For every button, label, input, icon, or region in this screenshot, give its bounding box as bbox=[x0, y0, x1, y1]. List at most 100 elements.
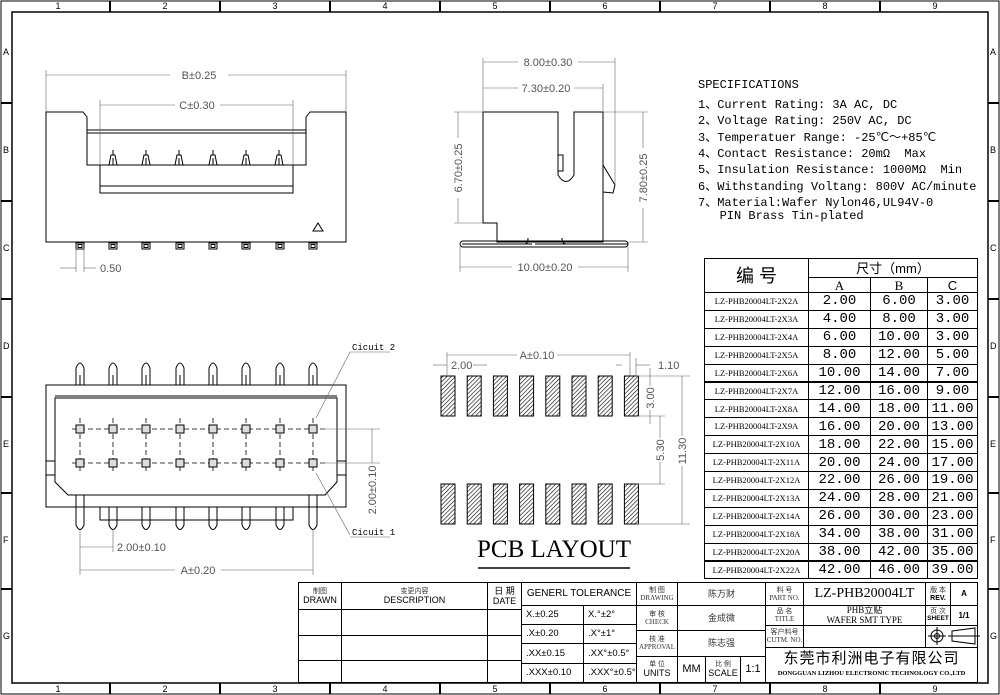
frame-row-label: C bbox=[990, 243, 997, 253]
size-cell-c: 35.00 bbox=[927, 542, 978, 562]
check-cn: 审 核 bbox=[649, 609, 665, 618]
contact-hole bbox=[275, 424, 285, 434]
size-cell-a: 6.00 bbox=[808, 327, 871, 347]
contact-hole bbox=[308, 458, 318, 468]
dim-total-height: 7.80±0.25 bbox=[638, 154, 650, 203]
part-number-cell: LZ-PHB20004LT-2X5A bbox=[704, 345, 809, 365]
size-cell-a: 16.00 bbox=[808, 417, 871, 437]
lead-bottom bbox=[75, 495, 85, 530]
size-cell-a: 20.00 bbox=[808, 453, 871, 472]
smt-lead bbox=[308, 242, 318, 250]
part-number-cell: LZ-PHB20004LT-2X7A bbox=[704, 381, 809, 401]
size-cell-c: 3.00 bbox=[927, 292, 978, 311]
size-cell-a: 24.00 bbox=[808, 488, 871, 508]
pcb-dim-pad-length: 3.00 bbox=[645, 387, 657, 408]
size-cell-a: 4.00 bbox=[808, 309, 871, 329]
frame-row-label: E bbox=[990, 439, 996, 449]
contact-hole bbox=[241, 424, 251, 434]
title-value-en: WAFER SMT TYPE bbox=[826, 615, 903, 625]
part-number-cell: LZ-PHB20004LT-2X22A bbox=[704, 560, 809, 580]
part-number-cell: LZ-PHB20004LT-2X18A bbox=[704, 524, 809, 544]
tolerance-linear: .XXX±0.10 bbox=[521, 663, 584, 683]
size-cell-a: 10.00 bbox=[808, 363, 871, 383]
pcb-pad bbox=[623, 375, 639, 417]
contact-hole bbox=[108, 424, 118, 434]
frame-column-label: 3 bbox=[272, 1, 277, 11]
spec-line: 1、Current Rating: 3A AC, DC bbox=[698, 98, 898, 112]
part-number-cell: LZ-PHB20004LT-2X3A bbox=[704, 309, 809, 329]
contact-hole bbox=[208, 458, 218, 468]
scale-value: 1:1 bbox=[740, 656, 766, 683]
frame-column-label: 4 bbox=[382, 684, 387, 694]
smt-lead bbox=[208, 242, 218, 250]
rev-cn: 版 本 bbox=[930, 585, 946, 594]
part-number-cell: LZ-PHB20004LT-2X20A bbox=[704, 542, 809, 562]
part-number-cell: LZ-PHB20004LT-2X2A bbox=[704, 292, 809, 311]
frame-row-label: B bbox=[3, 145, 9, 155]
pcb-layout-title: PCB LAYOUT bbox=[477, 536, 631, 563]
lead-top bbox=[141, 362, 151, 385]
spec-line: 5、Insulation Resistance: 1000MΩ Min bbox=[698, 163, 963, 178]
frame-row-label: F bbox=[3, 535, 9, 545]
tolerance-angular: X.°±2° bbox=[583, 605, 637, 625]
pcb-pad bbox=[466, 483, 482, 525]
desc-cn: 变更内容 bbox=[400, 586, 429, 595]
check-name: 金成微 bbox=[677, 605, 766, 631]
part-number-cell: LZ-PHB20004LT-2X14A bbox=[704, 506, 809, 526]
pcb-pad bbox=[597, 483, 613, 525]
lead-top bbox=[308, 362, 318, 385]
header-col-a: A bbox=[808, 277, 871, 293]
units-cn: 单 位 bbox=[649, 660, 665, 668]
spec-line: 6、Withstanding Voltang: 800V AC/minute bbox=[698, 179, 977, 194]
units-value: MM bbox=[677, 656, 706, 683]
size-cell-b: 30.00 bbox=[870, 506, 928, 526]
size-cell-c: 11.00 bbox=[927, 399, 978, 419]
smt-lead bbox=[175, 242, 185, 250]
size-cell-b: 46.00 bbox=[870, 560, 928, 580]
desc-en: DESCRIPTION bbox=[383, 594, 446, 605]
revision-cell bbox=[341, 635, 488, 661]
spec-line: PIN Brass Tin-plated bbox=[698, 209, 864, 224]
tolerance-angular: .XXX°±0.5° bbox=[583, 663, 637, 683]
projection-symbol-icon bbox=[928, 627, 980, 645]
contact-hole bbox=[175, 458, 185, 468]
size-cell-c: 23.00 bbox=[927, 506, 978, 526]
dim-a-bottom: A±0.20 bbox=[181, 565, 216, 577]
title-en: TITLE bbox=[774, 615, 795, 623]
frame-column-label: 8 bbox=[822, 684, 827, 694]
header-size: 尺寸（mm） bbox=[808, 258, 978, 278]
frame-row-label: F bbox=[990, 535, 996, 545]
size-cell-a: 14.00 bbox=[808, 399, 871, 419]
size-cell-b: 10.00 bbox=[870, 327, 928, 347]
lead-top bbox=[75, 362, 85, 385]
frame-row-label: G bbox=[3, 631, 10, 641]
spec-line: 7、Material:Wafer Nylon46,UL94V-0 bbox=[698, 195, 934, 210]
part-number-cell: LZ-PHB20004LT-2X11A bbox=[704, 453, 809, 472]
pcb-pad bbox=[492, 483, 508, 525]
contact-pin bbox=[174, 150, 184, 166]
tolerance-title: GENERL TOLERANCE bbox=[521, 582, 637, 606]
title-value-cn: PHB立贴 bbox=[846, 605, 883, 615]
size-cell-b: 38.00 bbox=[870, 524, 928, 544]
size-cell-c: 3.00 bbox=[927, 309, 978, 329]
size-cell-b: 8.00 bbox=[870, 309, 928, 329]
check-en: CHECK bbox=[645, 617, 669, 626]
size-cell-a: 42.00 bbox=[808, 560, 871, 580]
revision-cell bbox=[487, 609, 522, 636]
frame-row-label: E bbox=[3, 439, 9, 449]
frame-column-label: 9 bbox=[932, 1, 937, 11]
size-cell-c: 13.00 bbox=[927, 417, 978, 437]
pcb-layout bbox=[433, 352, 690, 569]
revision-cell bbox=[298, 609, 342, 636]
part-number-cell: LZ-PHB20004LT-2X9A bbox=[704, 417, 809, 437]
dim-pin-pitch: 2.00±0.10 bbox=[117, 542, 166, 554]
size-cell-c: 15.00 bbox=[927, 435, 978, 455]
company-cell: 东莞市利洲电子有限公司 DONGGUAN LIZHOU ELECTRONIC T… bbox=[765, 647, 978, 683]
frame-column-label: 5 bbox=[492, 684, 497, 694]
